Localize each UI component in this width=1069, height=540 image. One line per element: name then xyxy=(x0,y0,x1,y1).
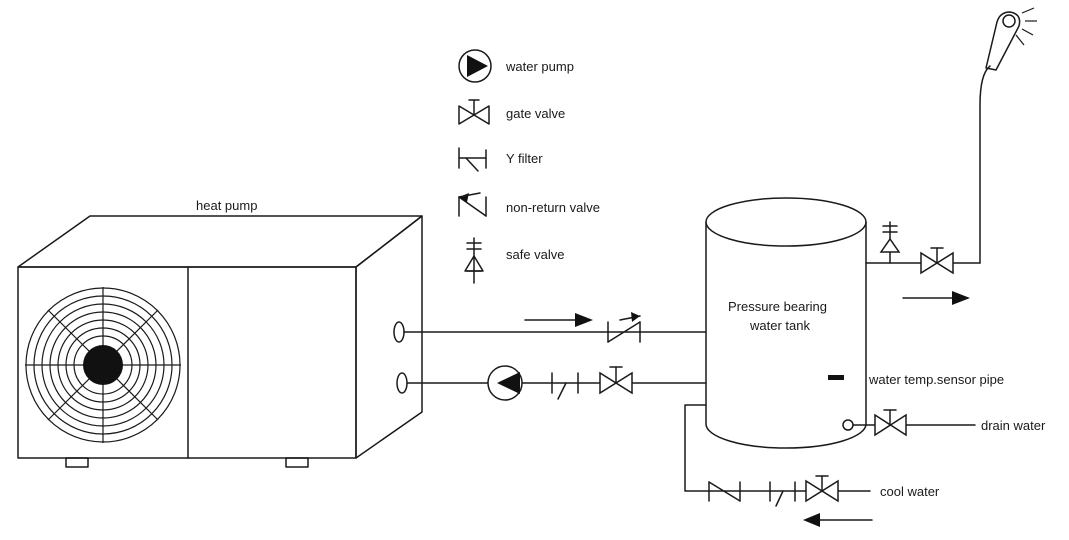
temp-sensor-pipe xyxy=(828,375,844,380)
shower-head-icon xyxy=(985,7,1037,71)
hot-water-supply-line xyxy=(403,312,707,343)
heat-pump-front-face xyxy=(17,266,357,459)
heat-pump-label: heat pump xyxy=(196,198,257,213)
legend-safe-valve-icon xyxy=(464,237,484,284)
hot-water-outlet-line xyxy=(865,7,1037,305)
inlet-gate-valve-icon xyxy=(805,475,839,503)
y-filter-icon xyxy=(551,372,579,400)
heat-pump-side-face xyxy=(355,215,423,459)
sensor-label: water temp.sensor pipe xyxy=(868,372,1004,387)
legend-y-filter-icon xyxy=(458,147,487,172)
legend-gate-valve-icon xyxy=(458,99,490,125)
legend-water-pump-label: water pump xyxy=(505,59,574,74)
gate-valve-icon xyxy=(599,366,633,395)
heat-pump-unit xyxy=(17,215,423,468)
heat-pump-outlet-port xyxy=(393,321,405,343)
heat-pump-foot-right xyxy=(285,457,309,468)
legend-non-return-valve-label: non-return valve xyxy=(506,200,600,215)
legend-y-filter-label: Y filter xyxy=(506,151,543,166)
legend-pump-icon xyxy=(458,49,492,83)
heat-pump-inlet-port xyxy=(396,372,408,394)
heat-pump-top-face xyxy=(17,215,423,268)
tank-label-line1: Pressure bearing xyxy=(728,299,827,314)
legend-safe-valve-label: safe valve xyxy=(506,247,565,262)
shower-hose xyxy=(979,65,991,264)
cool-water-label: cool water xyxy=(880,484,940,499)
return-water-line xyxy=(406,365,707,401)
pump-icon xyxy=(487,365,523,401)
non-return-valve-icon xyxy=(607,312,641,343)
heat-pump-foot-left xyxy=(65,457,89,468)
drain-gate-valve-icon xyxy=(874,409,907,437)
legend-gate-valve-label: gate valve xyxy=(506,106,565,121)
legend: water pump gate valve Y filter non-retur… xyxy=(458,49,600,284)
drain-label: drain water xyxy=(981,418,1046,433)
legend-non-return-valve-icon xyxy=(458,192,487,217)
fan-icon xyxy=(25,287,181,443)
cool-water-inlet-line xyxy=(684,404,873,527)
drain-outlet xyxy=(842,419,854,431)
pressure-bearing-water-tank xyxy=(705,197,867,449)
inlet-flow-arrow-icon xyxy=(803,513,873,527)
outlet-gate-valve-icon xyxy=(920,247,954,275)
tank-label-line2: water tank xyxy=(749,318,810,333)
safe-valve-icon xyxy=(879,221,901,264)
inlet-non-return-valve-icon xyxy=(708,481,741,502)
inlet-y-filter-icon xyxy=(769,481,796,507)
outlet-flow-arrow-icon xyxy=(902,291,970,305)
flow-arrow-icon xyxy=(524,313,593,327)
drain-line xyxy=(852,409,976,437)
